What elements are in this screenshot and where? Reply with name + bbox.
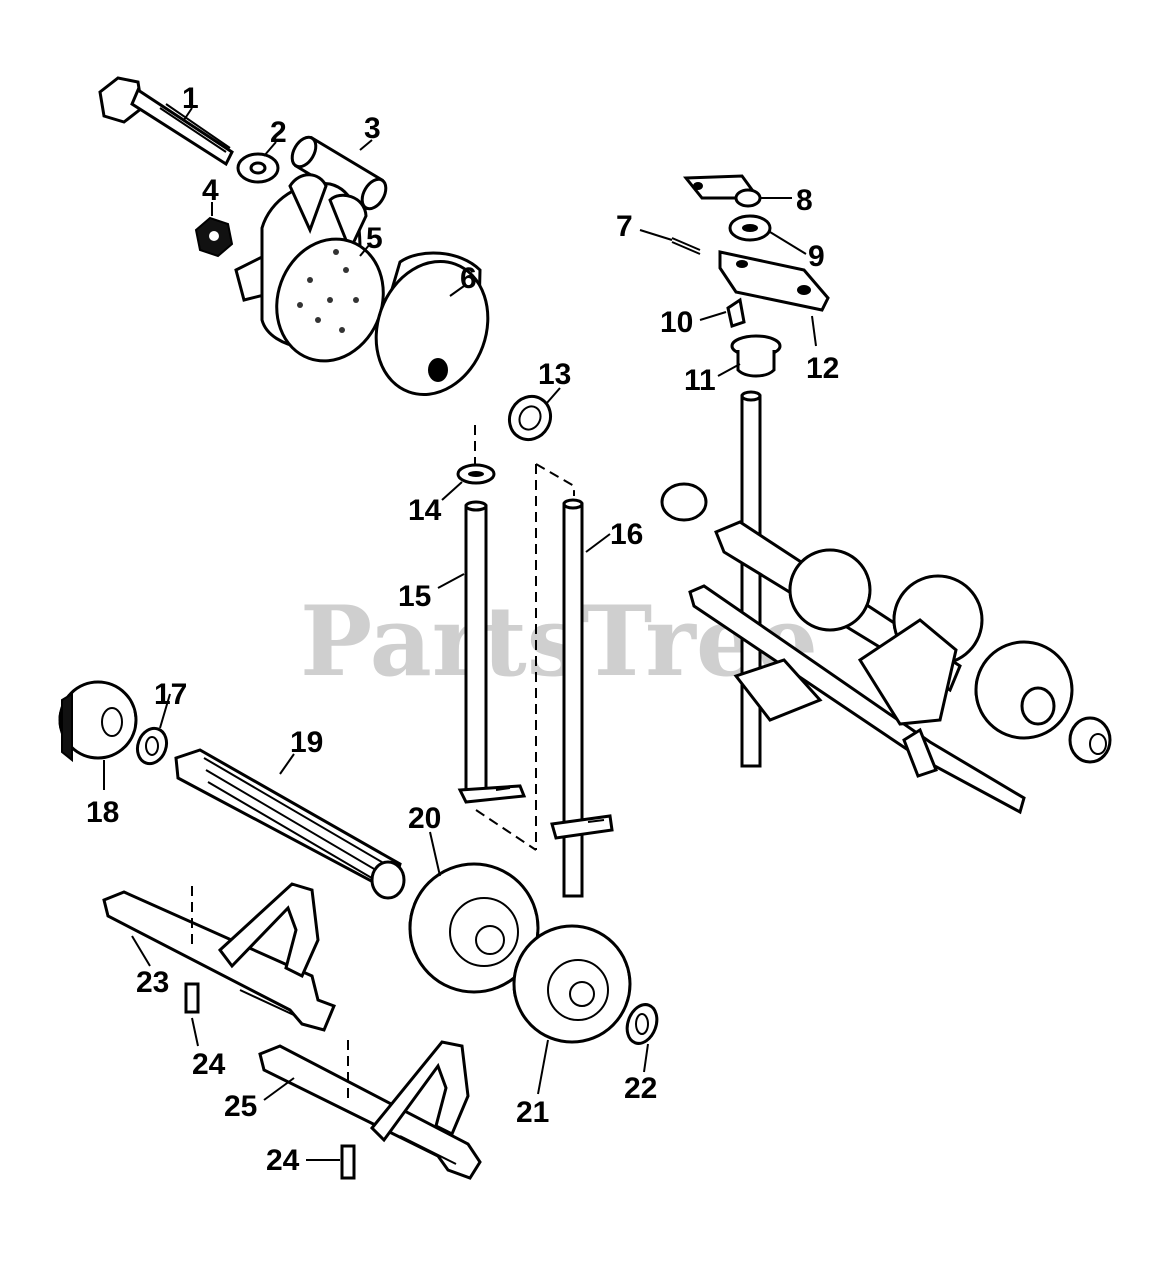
callout-3: 3 (364, 112, 381, 145)
callout-10: 10 (660, 306, 693, 339)
part-shift-rod-15 (457, 500, 527, 804)
part-washer-2 (236, 152, 280, 184)
part-splined-shaft (174, 748, 406, 900)
part-upper-plate (682, 174, 762, 208)
callout-labels: 1 2 3 4 5 6 7 8 9 10 11 12 13 14 15 16 1… (86, 82, 839, 1177)
callout-4: 4 (202, 174, 219, 207)
callout-7: 7 (616, 210, 633, 243)
callout-19: 19 (290, 726, 323, 759)
callout-1: 1 (182, 82, 199, 115)
callout-21: 21 (516, 1096, 549, 1129)
part-spacer-sleeve (290, 135, 388, 211)
part-washer-14 (456, 425, 496, 485)
callout-6: 6 (460, 262, 477, 295)
part-lower-plate (718, 250, 830, 312)
part-washer-22 (625, 1003, 659, 1045)
part-washer-17 (135, 726, 169, 766)
callout-9: 9 (808, 240, 825, 273)
part-medium-gear (512, 924, 632, 1044)
assembled-transmission (660, 390, 1112, 815)
callout-2: 2 (270, 116, 287, 149)
part-shift-rod-16 (475, 463, 614, 898)
callout-24: 24 (192, 1048, 226, 1081)
callout-11: 11 (684, 364, 716, 397)
callout-8: 8 (796, 184, 813, 217)
callout-13: 13 (538, 358, 571, 391)
callout-25: 25 (224, 1090, 257, 1123)
callout-18: 18 (86, 796, 119, 829)
leader-lines (103, 107, 817, 1161)
callout-5: 5 (366, 222, 383, 255)
part-roll-pin-upper (184, 886, 200, 1014)
part-nut (194, 216, 234, 258)
part-shift-fork-23 (102, 882, 336, 1032)
callout-14: 14 (408, 494, 442, 527)
callout-17: 17 (154, 678, 187, 711)
callout-22: 22 (624, 1072, 657, 1105)
part-pin-7 (671, 237, 701, 255)
callout-20: 20 (408, 802, 441, 835)
part-brake-band (234, 173, 385, 363)
part-shift-fork-25 (258, 1040, 482, 1180)
part-seal (507, 394, 553, 442)
part-key (726, 297, 746, 328)
callout-15: 15 (398, 580, 431, 613)
part-roll-pin-lower (340, 1040, 356, 1180)
callout-16: 16 (610, 518, 643, 551)
part-washer-9 (728, 214, 772, 242)
callout-24-second: 24 (266, 1144, 300, 1177)
callout-23: 23 (136, 966, 169, 999)
part-large-gear (408, 862, 540, 994)
callout-12: 12 (806, 352, 839, 385)
part-small-gear (58, 680, 138, 763)
part-brake-drum (374, 251, 490, 397)
part-bolt (98, 76, 234, 167)
part-bushing (730, 334, 782, 378)
